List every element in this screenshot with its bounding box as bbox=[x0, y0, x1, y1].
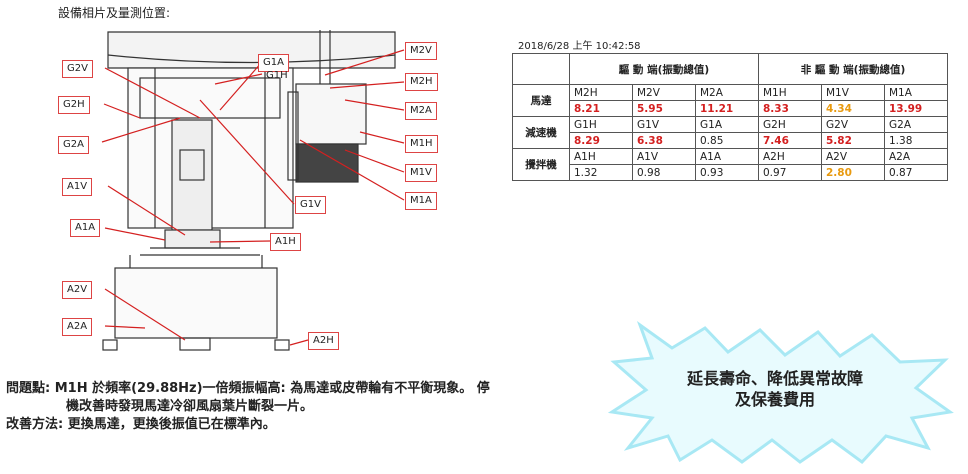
row-label: 減速機 bbox=[512, 116, 570, 149]
point-value: 1.38 bbox=[884, 132, 948, 149]
point-name: A2H bbox=[758, 148, 822, 165]
benefit-line-1: 延長壽命、降低異常故障 bbox=[686, 369, 863, 388]
point-value: 0.98 bbox=[632, 164, 696, 181]
improvement-text: 改善方法: 更換馬達，更換後振值已在標準內。 bbox=[6, 417, 276, 432]
table-header-row: 驅 動 端(振動總值) 非 驅 動 端(振動總值) bbox=[512, 53, 948, 85]
point-value: 6.38 bbox=[632, 132, 696, 149]
point-name: M2H bbox=[569, 84, 633, 101]
point-value: 4.34 bbox=[821, 100, 885, 117]
point-value: 5.82 bbox=[821, 132, 885, 149]
point-value: 0.93 bbox=[695, 164, 759, 181]
tag-g2h: G2H bbox=[58, 96, 90, 114]
tag-a1a: A1A bbox=[70, 219, 101, 237]
tag-m1a: M1A bbox=[405, 192, 437, 210]
tag-m1v: M1V bbox=[405, 164, 437, 182]
point-name: G1A bbox=[695, 116, 759, 133]
point-value: 0.97 bbox=[758, 164, 822, 181]
section-heading: 設備相片及量測位置: bbox=[58, 6, 171, 20]
problem-text: 問題點: M1H 於頻率(29.88Hz)一倍頻振幅高: 為馬達或皮帶輪有不平衡… bbox=[6, 380, 490, 434]
tag-g1a: G1A bbox=[258, 54, 289, 72]
point-value: 8.29 bbox=[569, 132, 633, 149]
point-name: A1H bbox=[569, 148, 633, 165]
point-value: 11.21 bbox=[695, 100, 759, 117]
timestamp: 2018/6/28 上午 10:42:58 bbox=[518, 41, 641, 52]
point-name: A2V bbox=[821, 148, 885, 165]
point-name: M1V bbox=[821, 84, 885, 101]
tag-g1h: G1H bbox=[266, 70, 288, 81]
tag-m2h: M2H bbox=[405, 73, 438, 91]
problem-line-2: 機改善時發現馬達冷卻風扇葉片斷裂一片。 bbox=[66, 399, 314, 414]
tag-g2a: G2A bbox=[58, 136, 89, 154]
tag-a1v: A1V bbox=[62, 178, 93, 196]
tag-g2v: G2V bbox=[62, 60, 93, 78]
tag-a2h: A2H bbox=[308, 332, 339, 350]
point-value: 7.46 bbox=[758, 132, 822, 149]
point-value: 0.85 bbox=[695, 132, 759, 149]
benefit-line-2: 及保養費用 bbox=[734, 390, 815, 409]
problem-line-1: 問題點: M1H 於頻率(29.88Hz)一倍頻振幅高: 為馬達或皮帶輪有不平衡… bbox=[6, 381, 490, 396]
point-name: M1H bbox=[758, 84, 822, 101]
header-blank bbox=[512, 53, 570, 85]
point-name: M2A bbox=[695, 84, 759, 101]
point-value: 8.21 bbox=[569, 100, 633, 117]
point-value: 5.95 bbox=[632, 100, 696, 117]
point-name: G2H bbox=[758, 116, 822, 133]
point-name: G1H bbox=[569, 116, 633, 133]
tag-m1h: M1H bbox=[405, 135, 438, 153]
point-name: M1A bbox=[884, 84, 948, 101]
point-value: 0.87 bbox=[884, 164, 948, 181]
point-name: M2V bbox=[632, 84, 696, 101]
tag-m2v: M2V bbox=[405, 42, 437, 60]
point-name: G2A bbox=[884, 116, 948, 133]
tag-a2v: A2V bbox=[62, 281, 93, 299]
point-name: A1V bbox=[632, 148, 696, 165]
benefit-burst bbox=[607, 320, 954, 465]
tag-a1h: A1H bbox=[270, 233, 301, 251]
point-name: A1A bbox=[695, 148, 759, 165]
point-value: 13.99 bbox=[884, 100, 948, 117]
tag-m2a: M2A bbox=[405, 102, 437, 120]
row-label: 馬達 bbox=[512, 84, 570, 117]
point-value: 1.32 bbox=[569, 164, 633, 181]
header-non-drive-end: 非 驅 動 端(振動總值) bbox=[758, 53, 948, 85]
tag-g1v: G1V bbox=[295, 196, 326, 214]
row-label: 攪拌機 bbox=[512, 148, 570, 181]
header-drive-end: 驅 動 端(振動總值) bbox=[569, 53, 759, 85]
point-name: G1V bbox=[632, 116, 696, 133]
point-value: 8.33 bbox=[758, 100, 822, 117]
benefit-callout: 延長壽命、降低異常故障 及保養費用 bbox=[660, 368, 890, 410]
tag-a2a: A2A bbox=[62, 318, 93, 336]
point-value: 2.80 bbox=[821, 164, 885, 181]
point-name: G2V bbox=[821, 116, 885, 133]
point-name: A2A bbox=[884, 148, 948, 165]
